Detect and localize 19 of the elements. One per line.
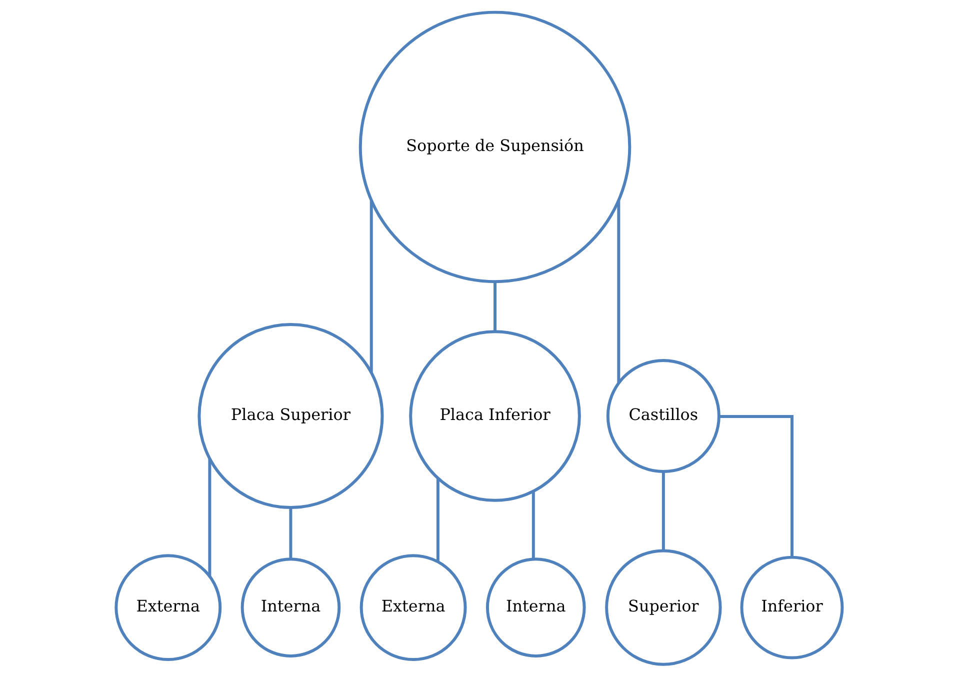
connector bbox=[494, 282, 496, 332]
node-circle: Interna bbox=[486, 558, 586, 658]
connector bbox=[719, 415, 794, 558]
connector bbox=[289, 508, 292, 559]
node-circle: Externa bbox=[114, 554, 222, 662]
node-circle: Soporte de Supensión bbox=[358, 10, 632, 284]
node-circle: Placa Superior bbox=[198, 322, 384, 510]
node-circle: Interna bbox=[240, 558, 341, 658]
node-circle: Superior bbox=[605, 549, 722, 666]
node-circle: Placa Inferior bbox=[409, 330, 581, 502]
connector bbox=[662, 472, 665, 550]
connector bbox=[532, 491, 535, 559]
connector bbox=[370, 200, 373, 372]
node-circle: Inferior bbox=[740, 556, 844, 660]
connector bbox=[436, 478, 440, 562]
node-circle: Castillos bbox=[606, 358, 720, 474]
connector bbox=[617, 200, 620, 383]
node-circle: Externa bbox=[360, 554, 467, 662]
connector bbox=[208, 459, 212, 576]
